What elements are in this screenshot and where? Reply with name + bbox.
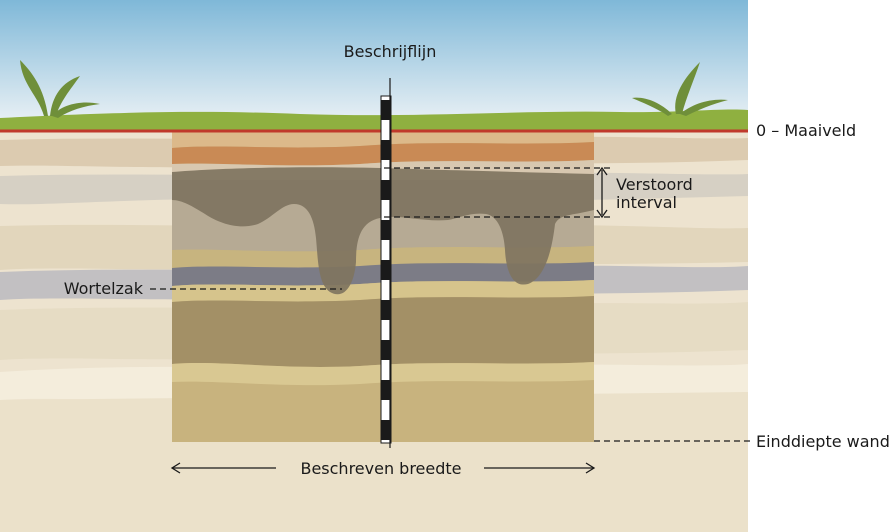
verstoord-arrow-head-top-icon	[596, 166, 608, 176]
label-einddiepte: Einddiepte wand	[756, 432, 890, 451]
verstoord-arrow-head-bottom-icon	[596, 209, 608, 219]
breedte-arrow-left-head-icon	[170, 462, 181, 474]
label-beschrijflijn: Beschrijflijn	[344, 42, 437, 61]
label-verstoord-line2: interval	[616, 193, 677, 212]
label-beschreven-breedte: Beschreven breedte	[300, 459, 461, 478]
breedte-arrow-right-head-icon	[585, 462, 596, 474]
grass-strip	[0, 109, 748, 131]
description-pole	[380, 95, 392, 444]
label-maaiveld: 0 – Maaiveld	[756, 121, 856, 140]
right-margin	[748, 0, 894, 532]
label-verstoord-line1: Verstoord	[616, 175, 693, 194]
plant-left-icon	[20, 60, 100, 118]
sky	[0, 0, 748, 128]
label-wortelzak: Wortelzak	[64, 279, 144, 298]
plant-right-icon	[632, 62, 728, 116]
disturbed-interval	[172, 167, 594, 295]
